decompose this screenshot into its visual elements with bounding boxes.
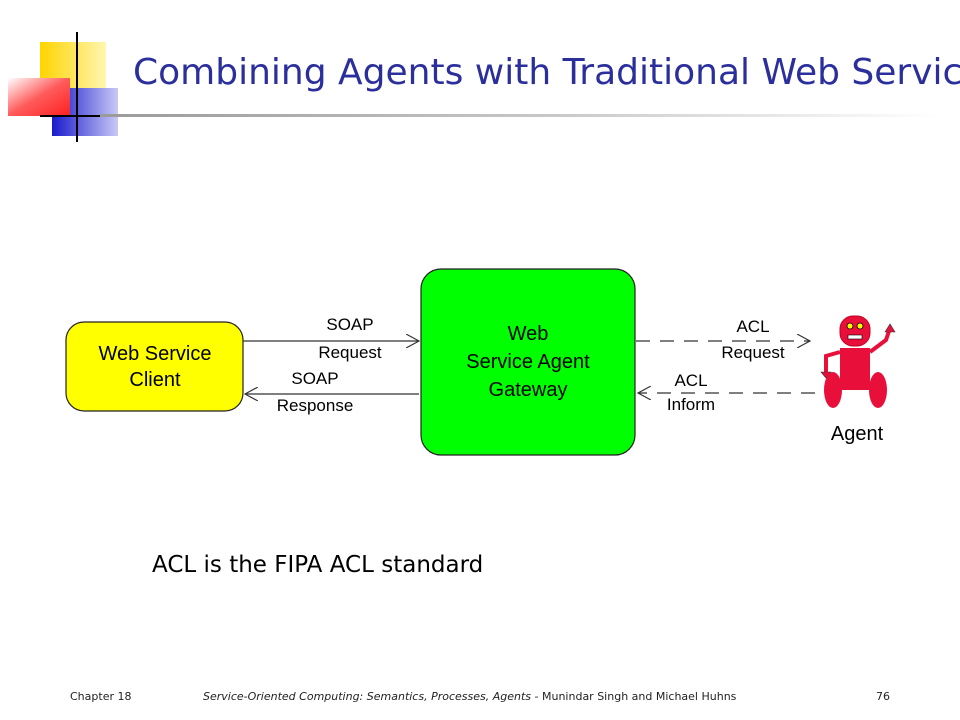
- agent-robot-icon: [820, 315, 896, 408]
- slide-title: Combining Agents with Traditional Web Se…: [133, 52, 960, 93]
- footer-authors: - Munindar Singh and Michael Huhns: [531, 690, 737, 703]
- soap-response-label-line2: Response: [277, 396, 354, 415]
- footer-book-title: Service-Oriented Computing: Semantics, P…: [203, 690, 532, 703]
- acl-request-label-line2: Request: [721, 343, 785, 362]
- gateway-box: [420, 268, 636, 456]
- client-label-line2: Client: [129, 369, 181, 391]
- gateway-label-line3: Gateway: [489, 379, 568, 401]
- slide-logo: [8, 32, 120, 142]
- client-label-line1: Web Service: [98, 343, 211, 365]
- gateway-label-line1: Web: [508, 323, 549, 345]
- agent-label: Agent: [831, 423, 884, 445]
- footer-page-number: 76: [876, 690, 890, 703]
- gateway-label-line2: Service Agent: [466, 351, 590, 373]
- web-service-client-box: [65, 321, 244, 412]
- acl-note: ACL is the FIPA ACL standard: [152, 552, 484, 578]
- footer-chapter: Chapter 18: [70, 690, 132, 703]
- title-underline: [100, 114, 940, 117]
- logo-red-square: [8, 78, 70, 116]
- soap-request-label-line2: Request: [318, 343, 382, 362]
- acl-inform-label-line2: Inform: [667, 395, 715, 414]
- footer-book-citation: Service-Oriented Computing: Semantics, P…: [203, 690, 736, 703]
- soap-request-label-line1: SOAP: [326, 315, 373, 334]
- soap-response-label-line1: SOAP: [291, 369, 338, 388]
- acl-request-label-line1: ACL: [736, 317, 769, 336]
- acl-inform-label-line1: ACL: [674, 371, 707, 390]
